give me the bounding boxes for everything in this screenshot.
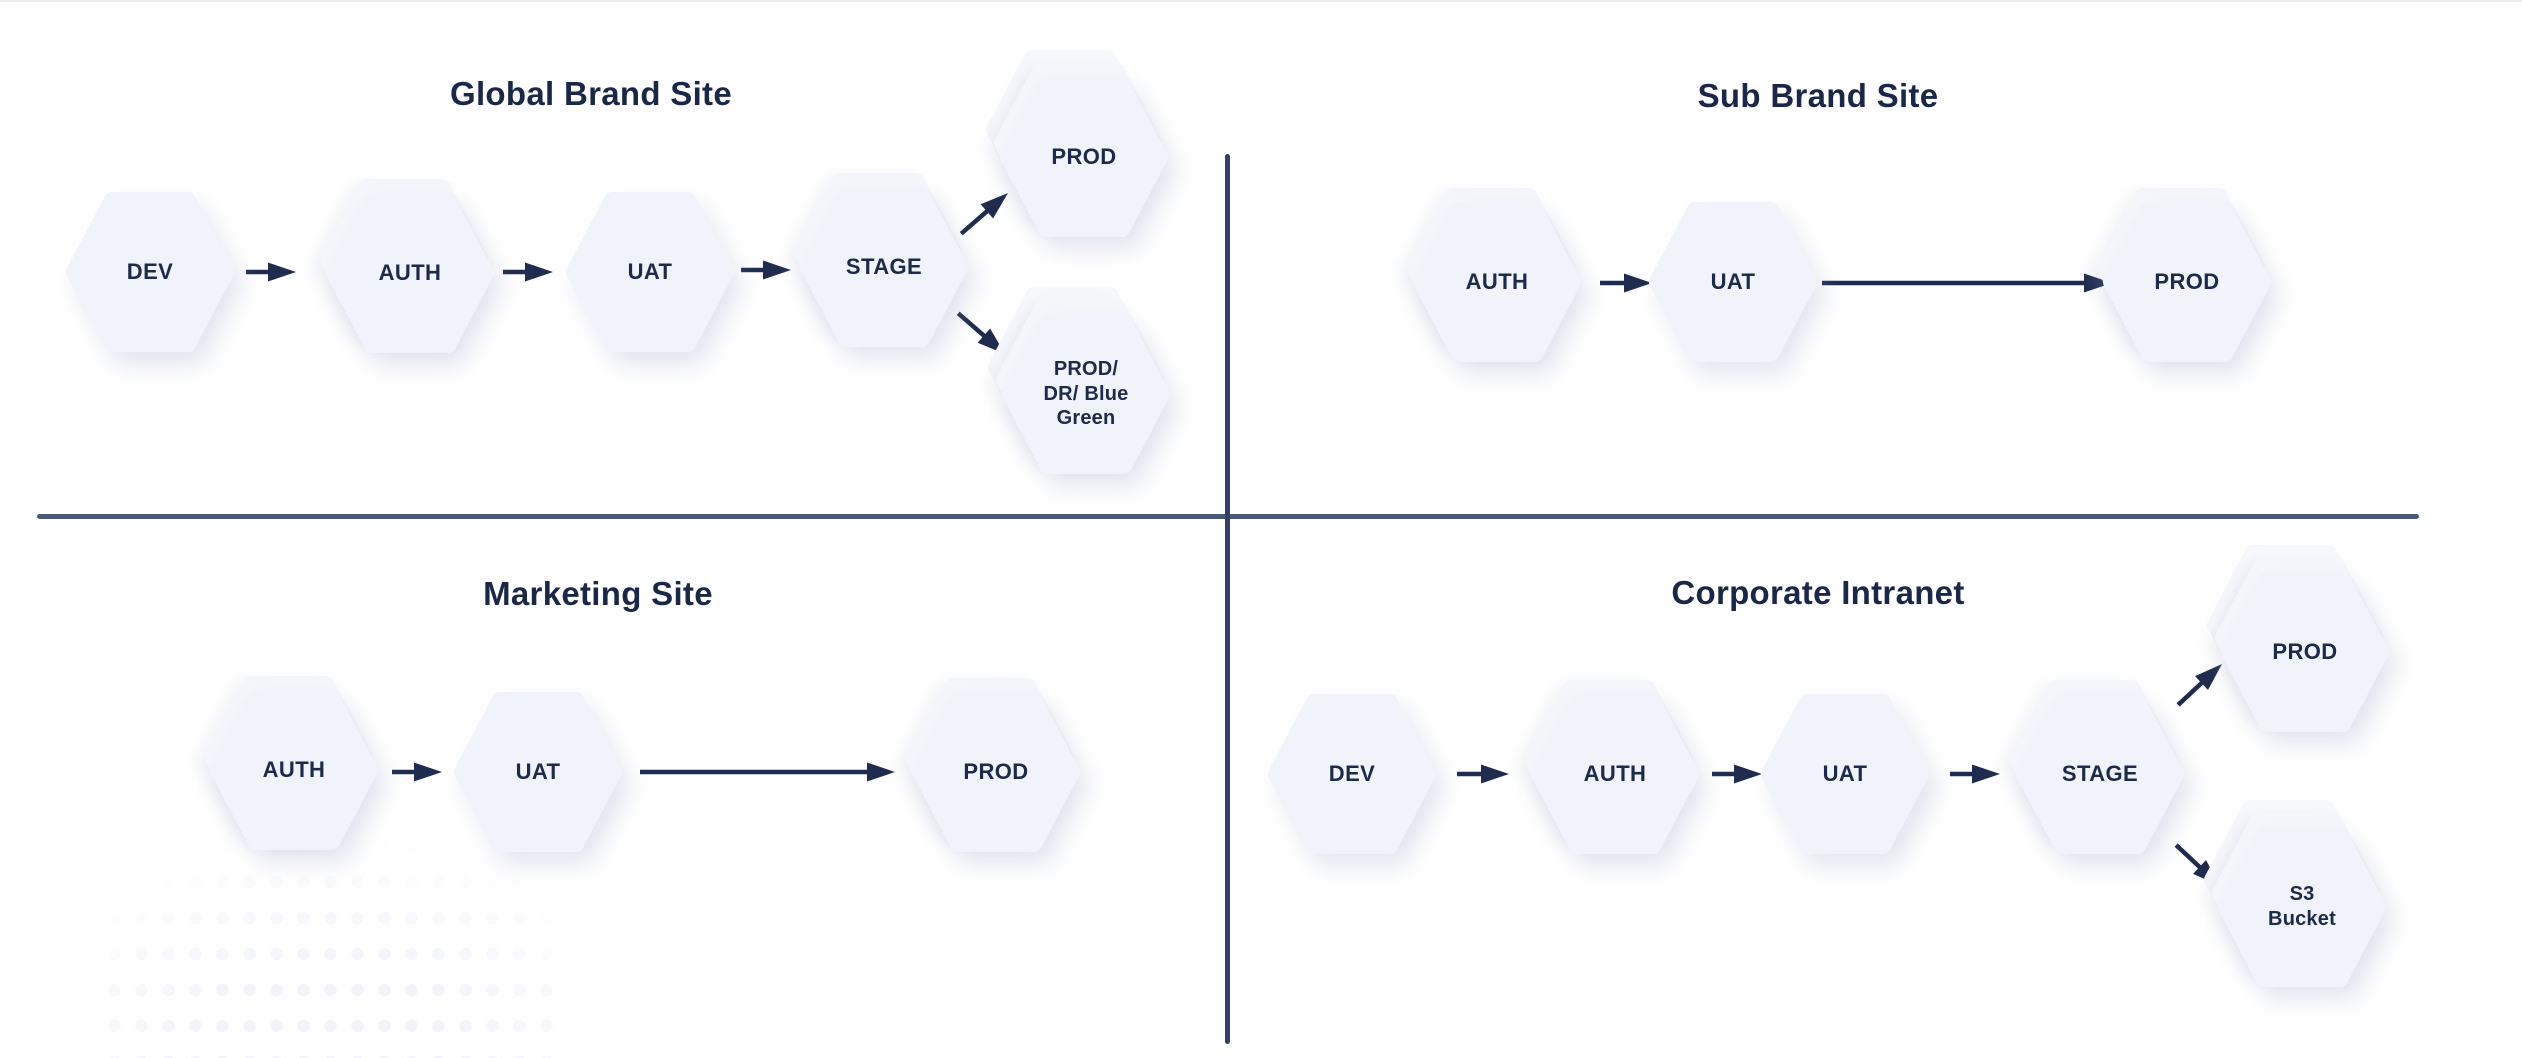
hex-node-mkt-auth: AUTH xyxy=(204,676,382,850)
hex-node-gbs-prod: PROD xyxy=(986,50,1172,237)
hex-node-label: DEV xyxy=(126,259,174,284)
arrow-sbs-uat-prod xyxy=(1822,273,2112,293)
hex-node-gbs-uat: UAT xyxy=(562,192,738,352)
hex-node-label: STAGE xyxy=(845,254,923,279)
arrow-gbs-auth-uat xyxy=(503,262,553,282)
hex-node-sbs-uat: UAT xyxy=(1645,202,1821,362)
quadrant-divider-vertical xyxy=(1225,154,1230,1044)
hex-node-label: UAT xyxy=(627,259,673,284)
arrow-ci-auth-uat xyxy=(1712,764,1762,784)
hex-node-gbs-stage: STAGE xyxy=(794,173,972,347)
arrow-ci-dev-auth xyxy=(1457,764,1509,784)
hex-node-label-line: Green xyxy=(1056,407,1116,430)
arrow-gbs-dev-auth xyxy=(246,262,296,282)
hex-node-label: AUTH xyxy=(1583,761,1647,786)
hex-node-mkt-uat: UAT xyxy=(450,692,626,852)
arrow-gbs-stage-prod xyxy=(959,193,1008,236)
quadrant-title-global-brand-site: Global Brand Site xyxy=(450,75,732,112)
hex-node-ci-stage: STAGE xyxy=(2010,680,2188,854)
quadrant-title-marketing-site: Marketing Site xyxy=(483,575,713,612)
hex-node-gbs-dev: DEV xyxy=(62,192,238,352)
hex-node-sbs-prod: PROD xyxy=(2097,188,2275,362)
hex-node-sbs-auth: AUTH xyxy=(1407,188,1585,362)
hex-node-label-line: S3 xyxy=(2289,883,2315,906)
hex-node-ci-prod: PROD xyxy=(2207,545,2393,732)
hex-node-label: PROD xyxy=(2272,639,2338,664)
hex-node-label: UAT xyxy=(515,759,561,784)
hex-node-ci-s3-bucket: S3 Bucket xyxy=(2204,800,2390,987)
hex-node-label: DEV xyxy=(1328,761,1376,786)
hex-node-ci-auth: AUTH xyxy=(1525,680,1703,854)
hex-node-label: PROD xyxy=(1051,144,1117,169)
hex-node-gbs-auth: AUTH xyxy=(320,179,498,353)
hex-node-label: PROD xyxy=(963,759,1029,784)
arrow-mkt-uat-prod xyxy=(640,762,895,782)
hex-node-ci-uat: UAT xyxy=(1757,694,1933,854)
hex-node-mkt-prod: PROD xyxy=(906,678,1084,852)
hex-node-label: PROD xyxy=(2154,269,2220,294)
arrow-mkt-auth-uat xyxy=(392,762,442,782)
arrow-gbs-uat-stage xyxy=(741,260,791,280)
hex-node-label-line: DR/ Blue xyxy=(1043,382,1129,405)
hex-node-label: AUTH xyxy=(1465,269,1529,294)
hex-node-label-line: Bucket xyxy=(2268,908,2336,930)
hex-node-label: AUTH xyxy=(378,260,442,285)
halftone-dot-pattern xyxy=(95,820,565,1058)
arrow-sbs-auth-uat xyxy=(1600,273,1652,293)
hex-node-label: AUTH xyxy=(262,757,326,782)
hex-node-label: UAT xyxy=(1710,269,1756,294)
arrow-ci-stage-prod xyxy=(2176,664,2222,707)
hex-node-gbs-prod-dr-blue-green: PROD/ DR/ Blue Green xyxy=(988,287,1174,474)
hex-node-label: UAT xyxy=(1822,761,1868,786)
hex-node-label-line: PROD/ xyxy=(1053,357,1119,380)
arrow-ci-uat-stage xyxy=(1950,764,2000,784)
quadrant-title-corporate-intranet: Corporate Intranet xyxy=(1671,574,1965,611)
hex-node-label: STAGE xyxy=(2061,761,2139,786)
hex-node-ci-dev: DEV xyxy=(1264,694,1440,854)
quadrant-title-sub-brand-site: Sub Brand Site xyxy=(1697,77,1939,114)
